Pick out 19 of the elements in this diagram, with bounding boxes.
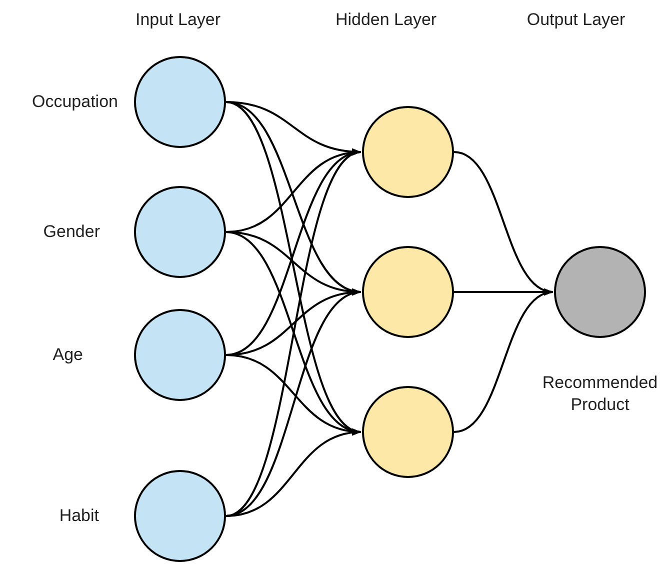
input-label: Age [52, 344, 83, 366]
neuron-circle [362, 106, 454, 198]
neuron-circle [134, 56, 226, 148]
arrow [454, 290, 554, 433]
input-label: Habit [59, 505, 99, 527]
layer-heading: Output Layer [526, 9, 626, 31]
layer-heading: Hidden Layer [335, 9, 437, 31]
output-label: Recommended Product [541, 372, 659, 416]
neuron-circle [362, 246, 454, 338]
input-label: Occupation [32, 91, 118, 113]
arrow [226, 429, 362, 517]
layer-heading: Input Layer [135, 9, 221, 31]
neuron-circle [134, 309, 226, 401]
neuron-circle [134, 470, 226, 562]
input-label: Gender [43, 221, 100, 243]
neuron-circle [554, 246, 646, 338]
neuron-circle [134, 186, 226, 278]
neuron-circle [362, 386, 454, 478]
arrow [226, 151, 362, 517]
